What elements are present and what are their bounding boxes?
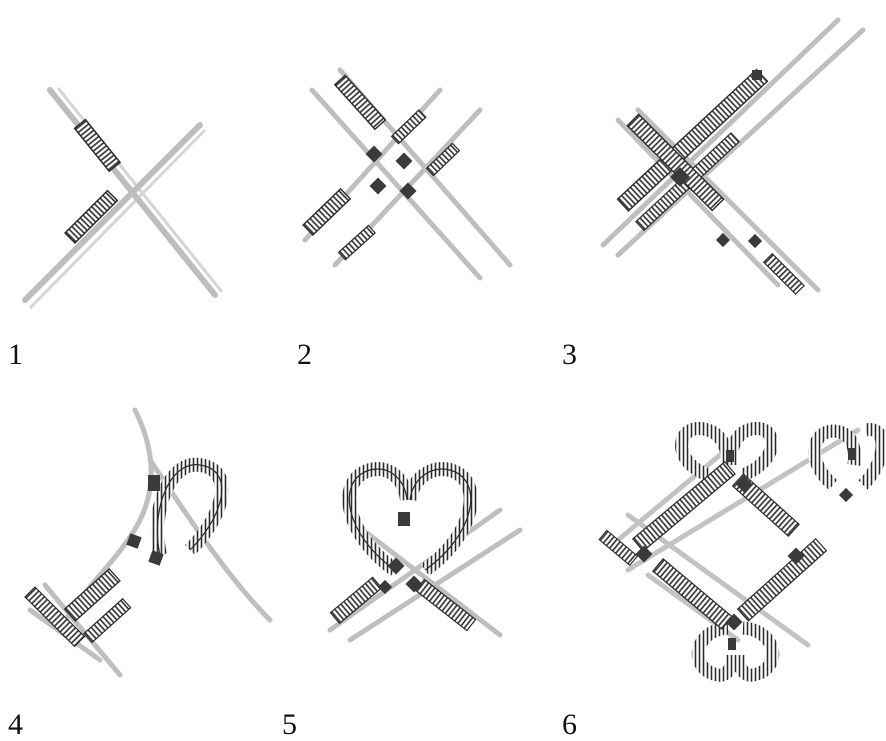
step-6-panel: 6 <box>560 370 850 740</box>
step-2-label: 2 <box>297 340 312 370</box>
two-strand-cross-icon <box>0 0 290 330</box>
step-5-label: 5 <box>282 710 297 740</box>
step-1-label: 1 <box>8 340 23 370</box>
diamond-lattice-with-loops-icon <box>560 370 886 700</box>
heart-knot-icon <box>290 370 580 700</box>
diagonal-bundle-cross-icon <box>560 0 886 330</box>
step-3-panel: 3 <box>560 0 850 370</box>
step-2-panel: 2 <box>290 0 580 370</box>
four-strand-lattice-icon <box>290 0 580 330</box>
step-3-label: 3 <box>562 340 577 370</box>
step-5-panel: 5 <box>290 370 580 740</box>
step-1-panel: 1 <box>0 0 290 370</box>
step-4-panel: 4 <box>0 370 290 740</box>
step-6-label: 6 <box>562 710 577 740</box>
step-4-label: 4 <box>8 710 23 740</box>
loop-forming-icon <box>0 370 290 700</box>
